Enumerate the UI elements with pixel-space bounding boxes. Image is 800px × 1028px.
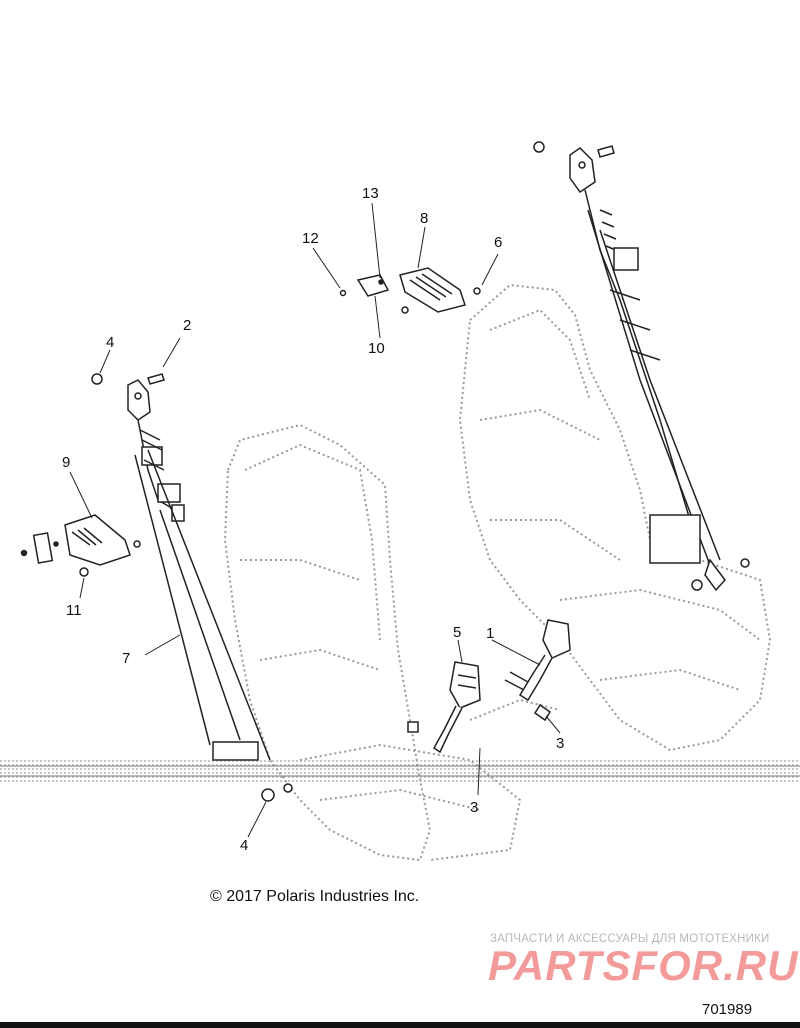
callout-4-upper: 4 — [106, 334, 114, 351]
copyright-notice: © 2017 Polaris Industries Inc. — [210, 888, 420, 905]
floor-band — [0, 758, 800, 784]
watermark-logo: PARTSFOR.RU — [488, 942, 799, 989]
callout-10: 10 — [368, 340, 385, 357]
callout-12: 12 — [302, 230, 319, 247]
callout-9: 9 — [62, 454, 70, 471]
right-seatbelt-assembly — [569, 147, 726, 592]
bottom-border — [0, 1022, 800, 1028]
callout-5: 5 — [453, 624, 461, 641]
callout-8: 8 — [420, 210, 428, 227]
watermark-subtitle: ЗАПЧАСТИ И АКСЕССУАРЫ ДЛЯ МОТОТЕХНИКИ — [490, 933, 770, 945]
callout-1: 1 — [486, 625, 494, 642]
callout-11: 11 — [66, 602, 82, 619]
callout-3-upper: 3 — [556, 735, 564, 752]
left-seatbelt-assembly — [127, 379, 271, 761]
leader-lines — [69, 202, 561, 838]
right-seat-outline — [458, 283, 772, 752]
buckle-1 — [504, 619, 571, 702]
diagram-number: 701989 — [702, 1001, 753, 1018]
callout-7: 7 — [122, 650, 130, 667]
callout-labels: 1 2 3 3 4 4 5 6 7 8 9 10 11 12 13 — [62, 185, 564, 854]
bracket-8 — [339, 267, 481, 314]
fasteners — [79, 141, 750, 802]
buckle-5 — [433, 661, 481, 754]
bracket-9 — [20, 514, 141, 566]
callout-3-lower: 3 — [470, 799, 478, 816]
left-seat-outline — [223, 423, 522, 862]
callout-6: 6 — [494, 234, 502, 251]
callout-4-lower: 4 — [240, 837, 248, 854]
callout-13: 13 — [362, 185, 379, 202]
callout-2: 2 — [183, 317, 191, 334]
